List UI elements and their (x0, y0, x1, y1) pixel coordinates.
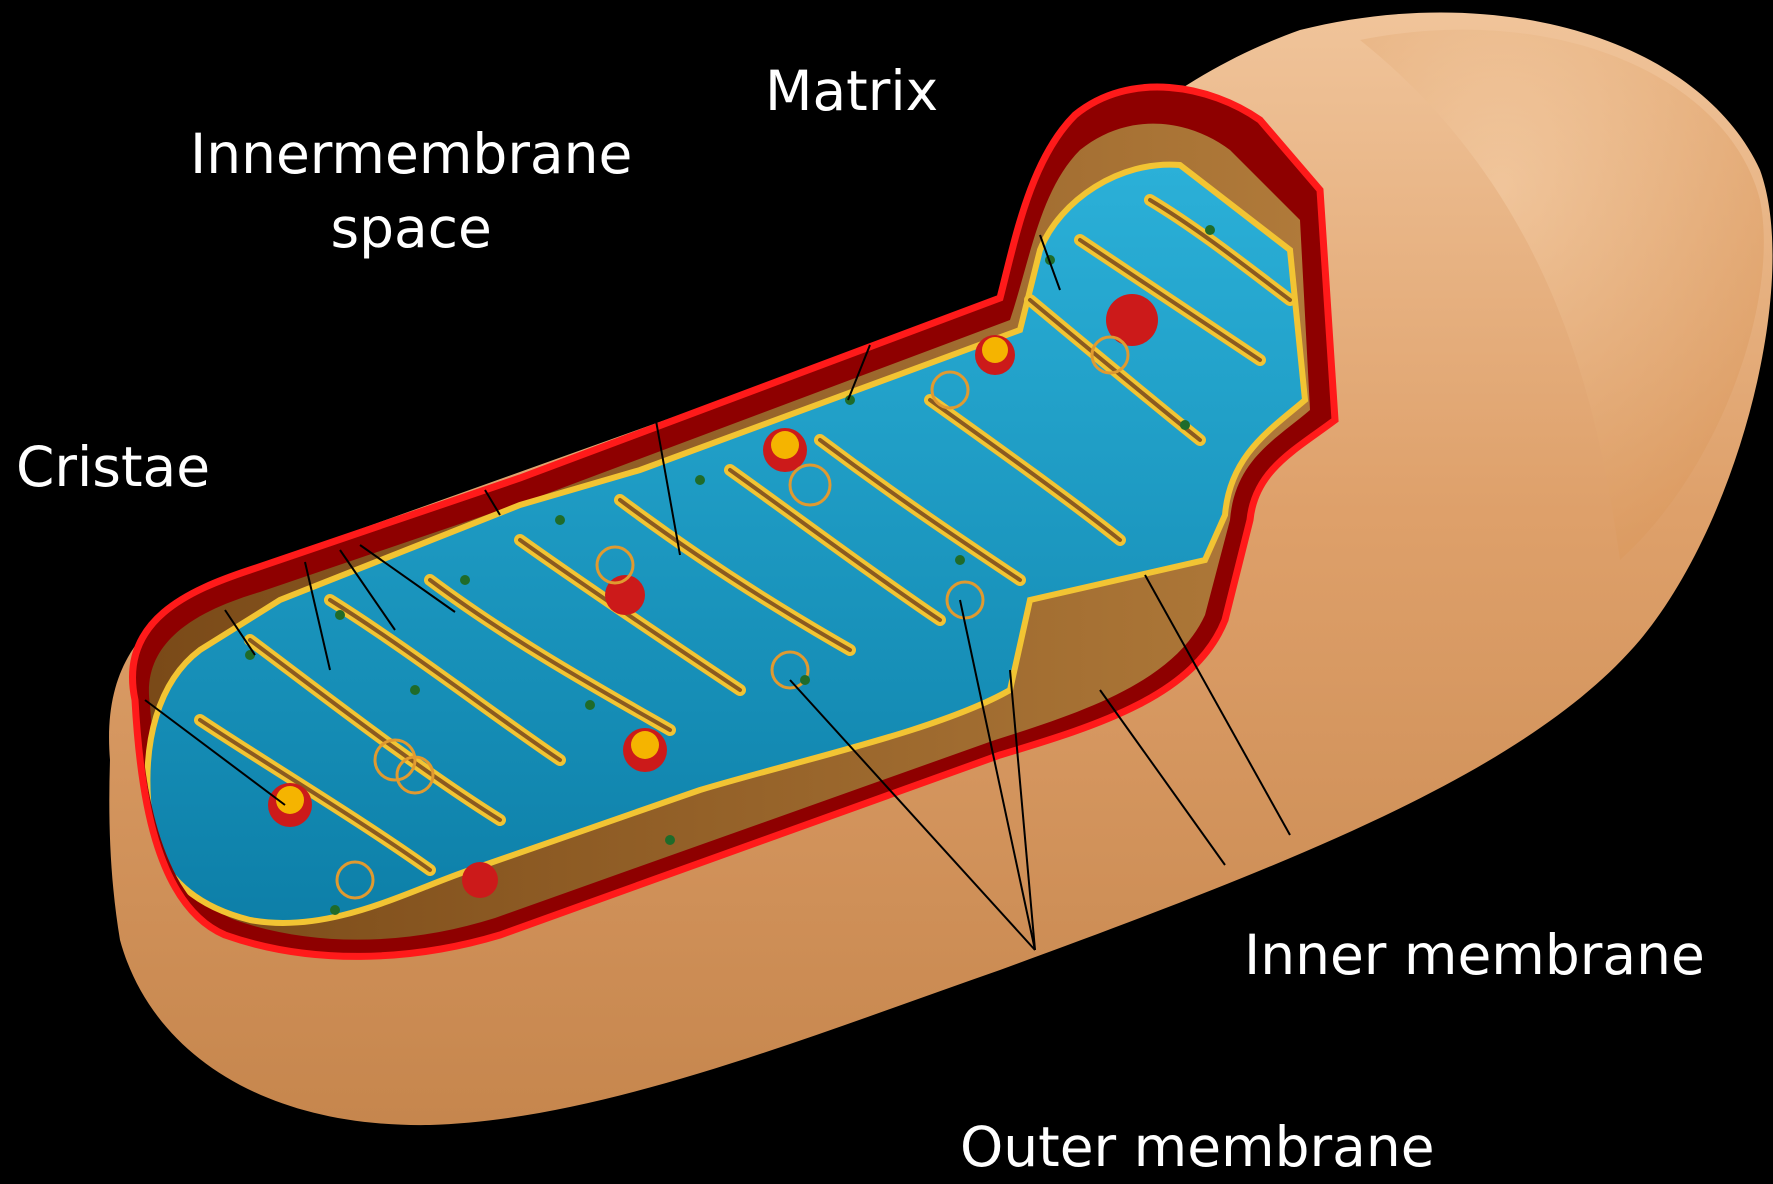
label-innermembrane-space-line1: Innermembrane (190, 117, 632, 191)
label-innermembrane-space: Innermembrane space (190, 117, 632, 265)
label-innermembrane-space-line2: space (190, 191, 632, 265)
label-inner-membrane-text: Inner membrane (1244, 918, 1705, 992)
label-cristae: Cristae (16, 430, 210, 504)
label-outer-membrane-text: Outer membrane (960, 1110, 1435, 1184)
label-matrix: Matrix (765, 54, 938, 128)
label-matrix-text: Matrix (765, 54, 938, 128)
label-outer-membrane: Outer membrane (960, 1110, 1435, 1184)
label-inner-membrane: Inner membrane (1244, 918, 1705, 992)
label-cristae-text: Cristae (16, 430, 210, 504)
